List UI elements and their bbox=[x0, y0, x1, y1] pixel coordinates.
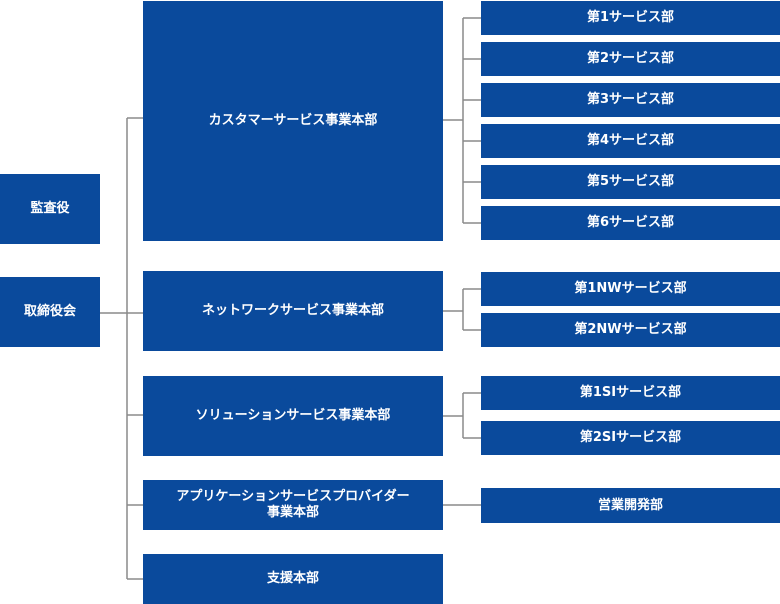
department-label: 第2SIサービス部 bbox=[579, 430, 682, 445]
department-box: 第5サービス部 bbox=[481, 165, 780, 199]
department-label: 第2NWサービス部 bbox=[574, 322, 687, 337]
department-box: 第2サービス部 bbox=[481, 42, 780, 76]
department-box: 第4サービス部 bbox=[481, 124, 780, 158]
board-label: 取締役会 bbox=[23, 304, 76, 319]
auditor-label: 監査役 bbox=[30, 201, 70, 216]
department-label: 第4サービス部 bbox=[586, 133, 675, 148]
app-service-provider-division-box: アプリケーションサービスプロバイダー 事業本部 bbox=[143, 480, 443, 530]
support-division-label: 支援本部 bbox=[266, 571, 319, 586]
support-division-box: 支援本部 bbox=[143, 554, 443, 604]
department-box: 第6サービス部 bbox=[481, 206, 780, 240]
customer-service-division-label: カスタマーサービス事業本部 bbox=[208, 113, 378, 128]
network-service-division-box: ネットワークサービス事業本部 bbox=[143, 271, 443, 351]
app-service-provider-division-label: アプリケーションサービスプロバイダー 事業本部 bbox=[176, 489, 409, 521]
department-box: 第1サービス部 bbox=[481, 1, 780, 35]
department-label: 第3サービス部 bbox=[586, 92, 675, 107]
department-label: 営業開発部 bbox=[597, 497, 663, 513]
board-of-directors-box: 取締役会 bbox=[0, 277, 100, 347]
department-label: 第1サービス部 bbox=[586, 10, 675, 25]
department-box: 第1SIサービス部 bbox=[481, 376, 780, 410]
department-box: 第3サービス部 bbox=[481, 83, 780, 117]
department-box: 営業開発部 bbox=[481, 488, 780, 523]
department-label: 第6サービス部 bbox=[586, 215, 675, 230]
department-label: 第1SIサービス部 bbox=[579, 385, 682, 400]
auditor-box: 監査役 bbox=[0, 174, 100, 244]
app-provider-line-1: アプリケーションサービスプロバイダー bbox=[176, 489, 410, 504]
department-label: 第1NWサービス部 bbox=[574, 281, 687, 296]
app-provider-line-2: 事業本部 bbox=[266, 505, 319, 520]
network-service-division-label: ネットワークサービス事業本部 bbox=[201, 303, 384, 318]
department-box: 第2NWサービス部 bbox=[481, 313, 780, 347]
solution-service-division-box: ソリューションサービス事業本部 bbox=[143, 376, 443, 456]
department-label: 第5サービス部 bbox=[586, 174, 675, 189]
customer-service-division-box: カスタマーサービス事業本部 bbox=[143, 1, 443, 241]
department-label: 第2サービス部 bbox=[586, 51, 675, 66]
department-box: 第1NWサービス部 bbox=[481, 272, 780, 306]
department-box: 第2SIサービス部 bbox=[481, 421, 780, 455]
solution-service-division-label: ソリューションサービス事業本部 bbox=[195, 408, 391, 423]
